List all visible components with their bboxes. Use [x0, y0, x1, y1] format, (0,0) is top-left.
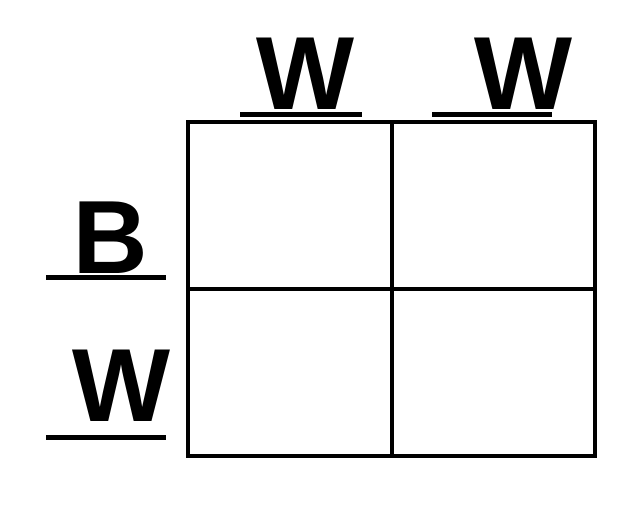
grid-cell-r2-c1 [190, 289, 392, 454]
side-allele-1-underline [46, 275, 166, 280]
top-allele-1-underline [240, 112, 362, 117]
top-allele-1: W [255, 16, 355, 132]
side-allele-2: W [71, 328, 171, 444]
grid-cell-r1-c1 [190, 124, 392, 289]
grid-cell-r2-c2 [391, 289, 593, 454]
top-allele-2-underline [432, 112, 552, 117]
side-allele-2-underline [46, 435, 166, 440]
grid-cell-r1-c2 [391, 124, 593, 289]
top-allele-2: W [473, 16, 573, 132]
punnett-grid [186, 120, 597, 458]
side-allele-1: B [72, 180, 148, 296]
